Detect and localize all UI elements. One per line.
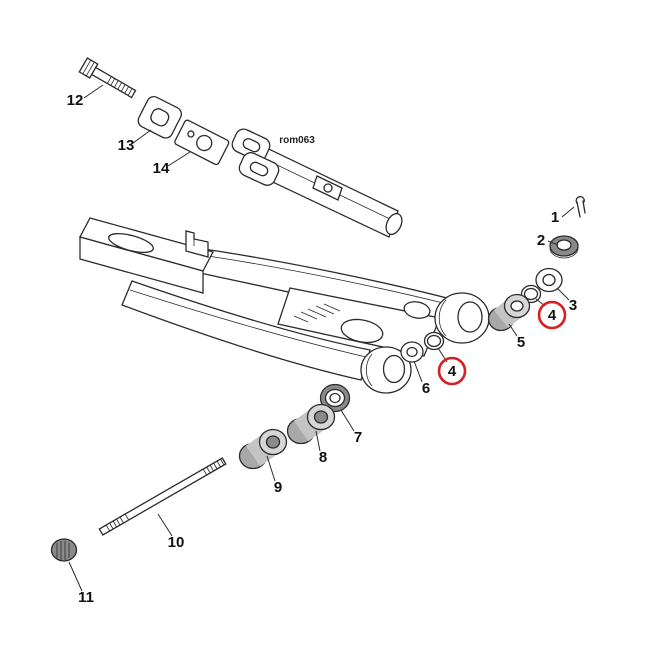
left-cross-beam	[79, 217, 214, 294]
label-part-4-mid: 4	[448, 363, 457, 380]
label-part-3: 3	[569, 297, 577, 314]
axle-threads-lower	[105, 518, 121, 532]
label-part-9: 9	[274, 479, 282, 496]
label-part-2: 2	[537, 232, 545, 249]
gusset-hatching	[293, 303, 341, 323]
part-13-plate	[137, 95, 182, 139]
part-12-bolt	[78, 57, 137, 99]
part-8-bushing	[286, 403, 336, 445]
part-1-cotter-pin	[575, 196, 586, 218]
part-14-block	[174, 119, 230, 166]
part-9-bushing	[238, 428, 288, 470]
axle-threads-upper	[202, 458, 225, 476]
label-part-13: 13	[118, 137, 135, 154]
label-part-11: 11	[78, 589, 94, 606]
upper-brace	[231, 128, 403, 238]
label-part-7: 7	[354, 429, 362, 446]
highlight-circle-part4-mid	[437, 356, 467, 386]
label-part-8: 8	[319, 449, 327, 466]
label-part-4-right: 4	[548, 307, 557, 324]
label-part-6: 6	[422, 380, 430, 397]
part-7-seal	[319, 383, 351, 413]
leader-lines	[68, 84, 575, 592]
swingarm-body	[79, 217, 490, 394]
part-4-washer-right	[520, 284, 542, 304]
watermark-text: rom063	[279, 135, 315, 146]
part-2-flange-nut	[549, 235, 579, 259]
label-part-10: 10	[168, 534, 185, 551]
part-10-axle	[98, 457, 227, 536]
part-3-washer	[535, 267, 563, 293]
upper-pivot-boss	[434, 292, 490, 344]
label-part-12: 12	[67, 92, 84, 109]
part-5-bushing	[487, 293, 531, 332]
highlight-circle-part4-right	[537, 300, 567, 330]
lower-pivot-boss	[360, 346, 412, 394]
axle-collar	[119, 513, 130, 524]
part-4-washer-mid	[423, 331, 445, 351]
part-6-washer	[400, 341, 424, 363]
label-part-1: 1	[551, 209, 559, 226]
label-part-5: 5	[517, 334, 525, 351]
part-11-cap	[50, 538, 78, 562]
label-part-14: 14	[153, 160, 170, 177]
